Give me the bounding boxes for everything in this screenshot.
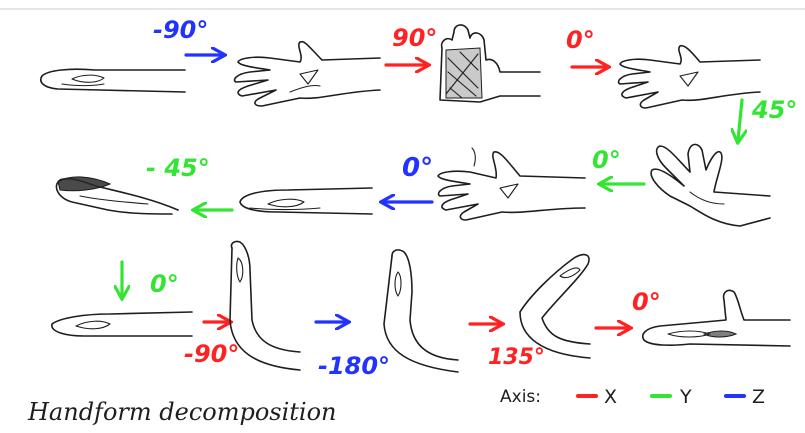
hand-open-palm-1 [235, 42, 380, 106]
angle-label: 0° [566, 26, 595, 54]
angle-label: 0° [592, 146, 621, 174]
legend-title: Axis: [500, 387, 541, 407]
hand-side-view-1 [41, 69, 185, 92]
legend-y-label: Y [679, 386, 692, 408]
arrow-z-neg90: -90° [153, 16, 222, 55]
arrow-z-0: 0° [384, 153, 433, 202]
arrow-x-0-b: 0° [596, 288, 661, 328]
hand-tilted-side [56, 177, 178, 214]
arrow-y-neg45: - 45° [146, 154, 232, 210]
hand-fist [440, 25, 540, 102]
angle-label: 90° [392, 24, 437, 52]
hand-side-view-3 [52, 312, 192, 336]
hand-open-palm-2 [619, 46, 761, 108]
angle-label: - 45° [146, 154, 210, 182]
hand-open-palm-3 [438, 148, 585, 220]
hand-tilted-spread [651, 144, 770, 226]
arrow-z-neg180: -180° [316, 322, 390, 380]
diagram-caption: Handform decomposition [27, 398, 337, 426]
angle-label: 0° [402, 153, 433, 183]
angle-label: 45° [751, 96, 797, 124]
arrow-y-45: 45° [738, 96, 797, 140]
arrow-x-0: 0° [566, 26, 606, 67]
hand-angled [520, 255, 590, 358]
legend-x-label: X [604, 386, 617, 408]
angle-label: 0° [632, 288, 661, 316]
hand-thumb-up [643, 290, 790, 346]
angle-label: -90° [153, 16, 208, 44]
arrow-x-135: 135° [470, 324, 545, 370]
hand-bent-up-2 [384, 250, 458, 372]
hand-bent-up-1 [230, 241, 300, 370]
axis-legend: Axis: X Y Z [500, 386, 765, 408]
angle-label: -180° [318, 352, 390, 380]
arrow-y-0-b: 0° [122, 262, 179, 298]
legend-z-label: Z [752, 386, 765, 408]
angle-label: -90° [184, 340, 239, 368]
angle-label: 135° [488, 345, 545, 370]
arrow-x-90: 90° [386, 24, 437, 65]
hand-side-view-2 [240, 188, 372, 214]
angle-label: 0° [150, 270, 179, 298]
arrow-y-0-a: 0° [592, 146, 644, 184]
